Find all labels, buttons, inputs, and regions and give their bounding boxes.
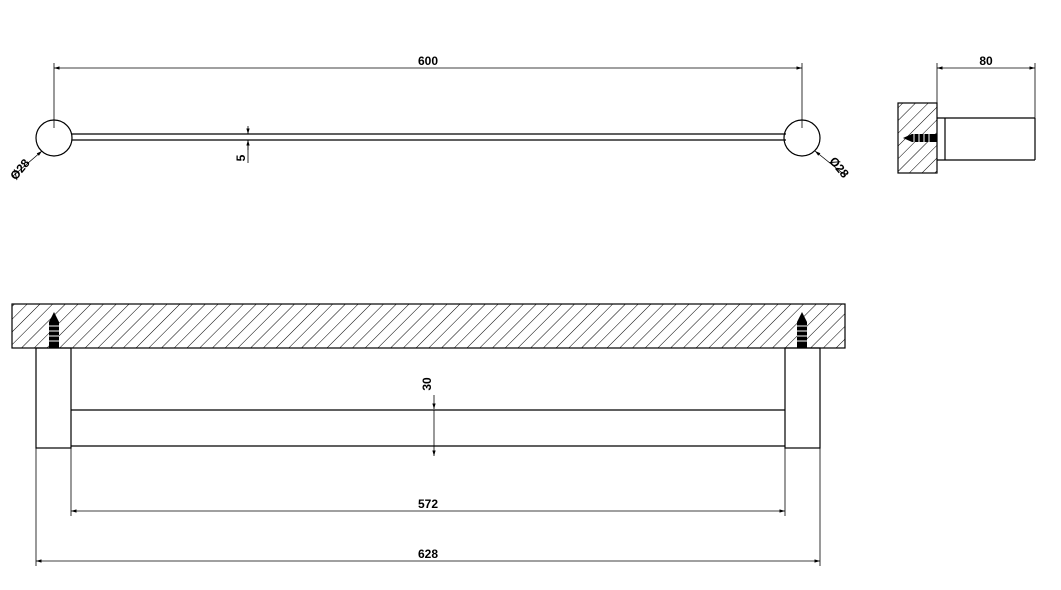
towel-bar-front (71, 409, 785, 447)
bracket-side (937, 117, 1036, 161)
top-view: 600 5 Ø28 Ø28 (7, 54, 852, 183)
right-end-circle (783, 119, 821, 157)
dimension-text-572: 572 (418, 497, 438, 511)
diameter-right: Ø28 (814, 150, 852, 181)
dimension-30: 30 (420, 377, 436, 456)
dimension-text-5: 5 (234, 154, 248, 161)
diameter-text-right: Ø28 (826, 154, 852, 181)
dimension-text-600: 600 (418, 54, 438, 68)
wall-section-front (11, 303, 846, 349)
dimension-600: 600 (53, 54, 803, 128)
dimension-5: 5 (234, 126, 250, 163)
dimension-text-628: 628 (418, 547, 438, 561)
dimension-80: 80 (936, 54, 1036, 118)
dimension-text-30: 30 (420, 377, 434, 391)
front-view: 30 572 628 (11, 303, 846, 566)
screw-right-icon (797, 312, 807, 348)
dimension-572: 572 (70, 448, 786, 516)
screw-side-icon (903, 134, 937, 142)
left-end-circle (35, 119, 73, 157)
dimension-628: 628 (35, 448, 821, 566)
screw-left-icon (49, 312, 59, 348)
towel-bar-top (72, 133, 786, 141)
dimension-text-80: 80 (979, 54, 993, 68)
diameter-left: Ø28 (7, 150, 43, 183)
side-view: 80 (897, 54, 1036, 174)
right-bracket-front (784, 347, 821, 449)
diameter-text-left: Ø28 (7, 156, 33, 183)
left-bracket-front (35, 347, 72, 449)
